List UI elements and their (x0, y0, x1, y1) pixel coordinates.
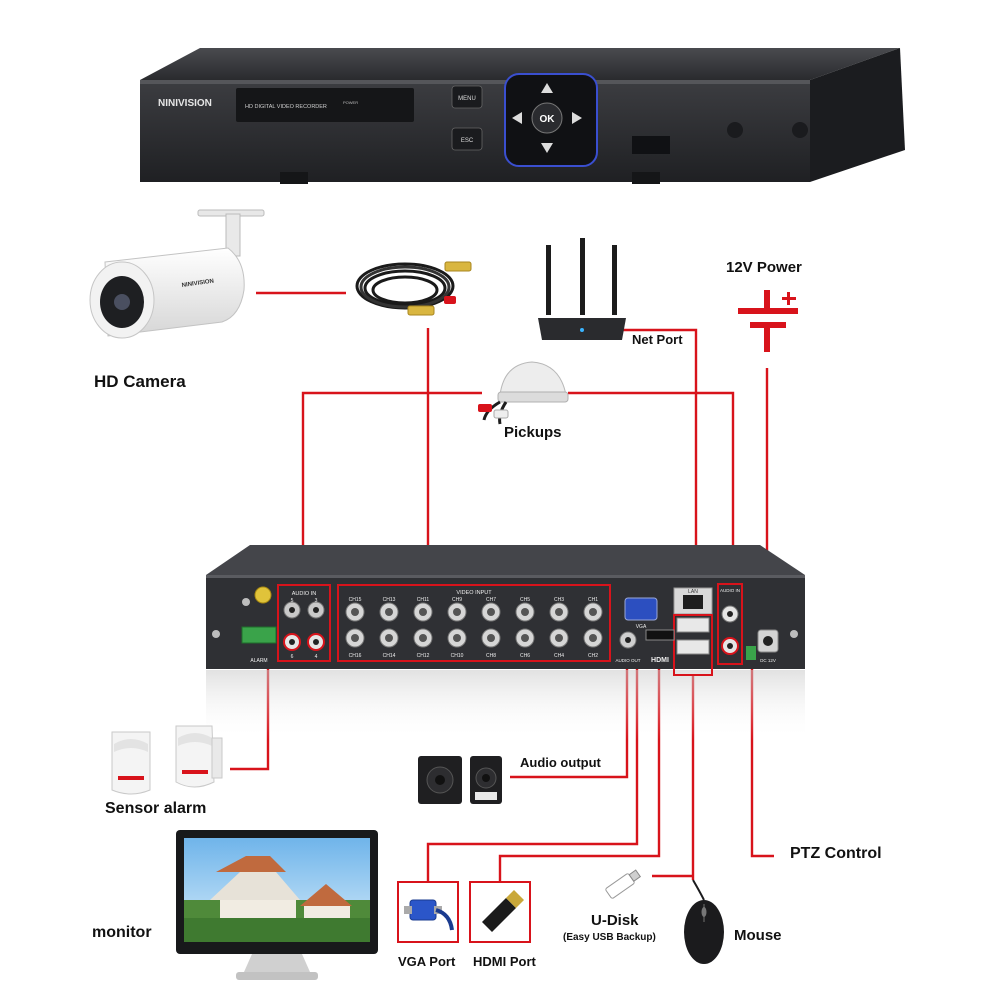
bnc-connector-core-top-8 (589, 608, 597, 616)
channel-label-top-8: CH1 (588, 597, 598, 603)
channel-label-top-4: CH9 (452, 597, 462, 603)
channel-label-bottom-1: CH16 (349, 653, 362, 659)
channel-label-bottom-4: CH10 (451, 653, 464, 659)
bnc-connector-core-bottom-8 (589, 634, 597, 642)
channel-label-top-1: CH15 (349, 597, 362, 603)
channel-label-bottom-3: CH12 (417, 653, 430, 659)
hd-camera-label: HD Camera (94, 372, 186, 391)
wire-hdmi-port (498, 660, 661, 882)
dc-label: DC 12V (760, 658, 776, 663)
audio-in-left-num-2: 3 (315, 598, 318, 604)
bnc-connector-core-top-4 (453, 608, 461, 616)
audio-in-left-num-1: 5 (291, 598, 294, 604)
bnc-connector-core-top-3 (419, 608, 427, 616)
coax-cable-icon (355, 261, 472, 316)
audio-out-label: AUDIO OUT (615, 658, 640, 663)
channel-label-bottom-2: CH14 (383, 653, 396, 659)
camera-brand: NINIVISION (181, 279, 214, 289)
usb-disk-icon (605, 869, 642, 899)
dvr-front-label: HD DIGITAL VIDEO RECORDER (245, 104, 327, 110)
monitor-icon (176, 830, 378, 980)
bnc-connector-core-top-6 (521, 608, 529, 616)
pir-sensor-icon (111, 725, 223, 795)
dvr-rear-panel (206, 545, 805, 740)
bnc-connector-core-top-2 (385, 608, 393, 616)
dvr-brand: NINIVISION (158, 98, 212, 109)
wifi-router-icon (538, 238, 626, 340)
sensor-alarm-label: Sensor alarm (105, 800, 207, 817)
wire-pickup-to-audio-in-right (568, 391, 735, 586)
vga-label: VGA (636, 624, 647, 630)
channel-label-top-3: CH11 (417, 597, 430, 603)
bnc-connector-core-bottom-3 (419, 634, 427, 642)
hdmi-port-label: HDMI Port (473, 954, 536, 969)
hdmi-connector-icon (469, 881, 531, 943)
audio-output-label: Audio output (520, 755, 601, 770)
dvr-front-unit (140, 48, 905, 184)
dvr-power-label: POWER (343, 100, 358, 105)
twelve-v-power-label: 12V Power (726, 259, 802, 276)
vga-connector-icon (397, 881, 459, 943)
dc-power-symbol-icon (738, 290, 798, 352)
audio-in-left-num-4: 4 (315, 654, 318, 660)
dvr-menu-label: MENU (458, 96, 476, 102)
channel-label-top-6: CH5 (520, 597, 530, 603)
channel-label-top-2: CH13 (383, 597, 396, 603)
channel-label-bottom-6: CH6 (520, 653, 530, 659)
bnc-connector-core-bottom-2 (385, 634, 393, 642)
bnc-connector-core-bottom-4 (453, 634, 461, 642)
audio-in-left-num-3: 6 (291, 654, 294, 660)
u-disk-label: U-Disk (591, 912, 639, 929)
bnc-connector-core-bottom-5 (487, 634, 495, 642)
mouse-icon (684, 879, 724, 964)
bnc-connectors-top-row (345, 602, 603, 622)
microphone-pickup-icon (478, 361, 569, 425)
alarm-label: ALARM (250, 658, 267, 664)
monitor-label: monitor (92, 924, 152, 941)
net-port-label: Net Port (632, 332, 683, 347)
bnc-connector-core-bottom-7 (555, 634, 563, 642)
wire-pickup-to-audio-in-left (301, 391, 482, 590)
channel-label-bottom-8: CH2 (588, 653, 598, 659)
dvr-esc-label: ESC (461, 138, 474, 144)
bnc-connectors-bottom-row (345, 628, 603, 648)
bnc-connector-core-top-1 (351, 608, 359, 616)
vga-port-label: VGA Port (398, 954, 456, 969)
lan-label: LAN (688, 589, 698, 595)
channel-label-bottom-7: CH4 (554, 653, 564, 659)
bullet-camera-icon (89, 209, 265, 339)
bnc-connector-core-top-5 (487, 608, 495, 616)
speaker-icon (418, 756, 502, 804)
hdmi-label: HDMI (651, 657, 669, 664)
audio-in-left-title: AUDIO IN (292, 591, 316, 597)
dvr-ok-label: OK (540, 114, 556, 125)
ptz-control-label: PTZ Control (790, 845, 882, 862)
bnc-connector-core-bottom-6 (521, 634, 529, 642)
channel-label-top-5: CH7 (486, 597, 496, 603)
u-disk-note: (Easy USB Backup) (563, 932, 656, 943)
audio-in-right-title: AUDIO IN (720, 588, 740, 593)
wire-router-to-lan (590, 328, 698, 596)
pickups-label: Pickups (504, 424, 562, 441)
channel-label-bottom-5: CH8 (486, 653, 496, 659)
video-input-title: VIDEO INPUT (456, 590, 492, 596)
bnc-connector-core-bottom-1 (351, 634, 359, 642)
mouse-label: Mouse (734, 927, 782, 944)
channel-label-top-7: CH3 (554, 597, 564, 603)
bnc-connector-core-top-7 (555, 608, 563, 616)
